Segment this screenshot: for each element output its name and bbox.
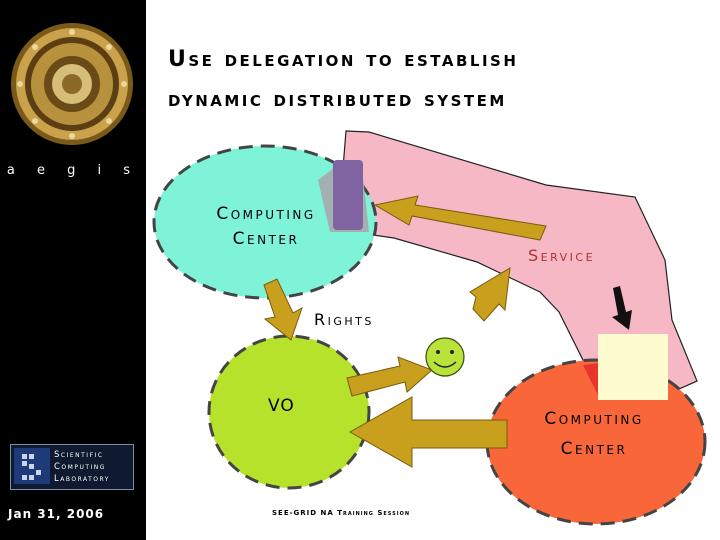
logo-line-1: Scientific — [54, 450, 104, 460]
aegis-seal-icon — [11, 23, 133, 145]
vo-ellipse — [207, 334, 371, 490]
slide-title: Use delegation to establish dynamic dist… — [168, 40, 708, 120]
arrow-service-to-cc1 — [373, 195, 547, 241]
title-line-2: dynamic distributed system — [168, 87, 507, 112]
title-line-1: Use delegation to establish — [168, 47, 519, 72]
purple-block — [333, 160, 363, 230]
yellow-block — [598, 334, 668, 400]
date-label: Jan 31, 2006 — [8, 507, 105, 521]
sidebar: a e g i s Scientific Computing Laborator… — [0, 0, 146, 540]
smiley-face-icon — [425, 337, 465, 377]
scl-logo: Scientific Computing Laboratory — [10, 444, 134, 490]
service-label: Service — [528, 246, 596, 265]
arrow-cc1-to-vo — [263, 278, 303, 341]
footer-label: SEE-GRID NA Training Session — [272, 509, 411, 517]
black-down-arrow — [612, 286, 632, 330]
computing-center-2-label: Computing Center — [544, 409, 644, 459]
arrow-vo-to-service — [469, 267, 511, 322]
rights-label: Rights — [314, 310, 374, 329]
aegis-label: a e g i s — [6, 163, 140, 178]
delegation-diagram — [152, 130, 707, 526]
computing-center-2-ellipse — [485, 358, 707, 526]
computing-center-1-label: Computing Center — [216, 204, 316, 249]
vo-label: VO — [268, 396, 295, 416]
logo-line-2: Computing — [54, 462, 106, 472]
arrow-cc2-to-vo — [348, 396, 508, 468]
arrow-to-vo-right — [346, 356, 433, 397]
logo-line-3: Laboratory — [54, 474, 110, 484]
scl-logo-mark-icon — [14, 448, 50, 484]
